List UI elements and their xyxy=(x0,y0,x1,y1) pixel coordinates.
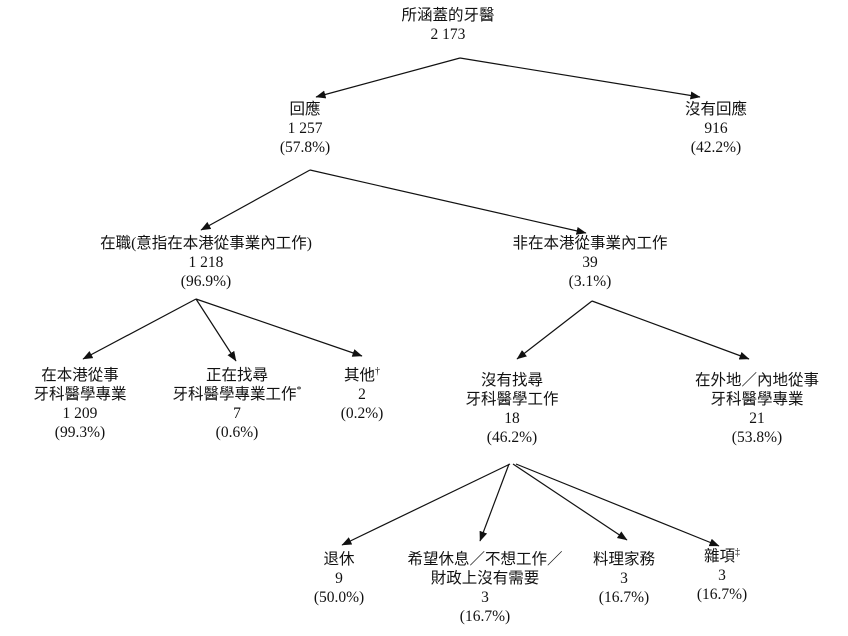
node-percent: (42.2%) xyxy=(690,139,742,156)
node-percent: (16.7%) xyxy=(459,608,511,625)
node-label: 在職(意指在本港從事業內工作) xyxy=(100,235,312,252)
node-label: 牙科醫學專業工作 xyxy=(172,386,297,403)
node-label: 退休 xyxy=(323,551,355,568)
node-label: 在本港從事 xyxy=(41,367,119,384)
node-miscellaneous: 雜項‡ 3 (16.7%) xyxy=(697,547,747,604)
node-count: 7 xyxy=(233,405,241,422)
node-count: 2 173 xyxy=(430,26,466,43)
connector-responded-to-not-local xyxy=(309,169,587,235)
node-label: 回應 xyxy=(289,101,321,118)
node-percent: (16.7%) xyxy=(598,589,650,606)
node-housework: 料理家務 3 (16.7%) xyxy=(593,550,655,607)
node-count: 3 xyxy=(620,570,628,587)
node-percent: (16.7%) xyxy=(696,586,748,603)
node-label: 牙科醫學專業 xyxy=(710,391,804,408)
node-practising-elsewhere: 在外地／內地從事 牙科醫學專業 21 (53.8%) xyxy=(695,371,819,447)
connector-not-seeking-to-retired xyxy=(341,463,511,546)
node-label: 沒有找尋 xyxy=(480,372,544,389)
node-percent: (3.1%) xyxy=(568,273,612,290)
connector-not-seeking-to-rest xyxy=(479,463,510,542)
node-count: 39 xyxy=(582,254,598,271)
node-percent: (50.0%) xyxy=(313,589,365,606)
node-count: 9 xyxy=(335,570,343,587)
node-responded: 回應 1 257 (57.8%) xyxy=(280,100,330,157)
node-label: 在外地／內地從事 xyxy=(694,372,820,389)
node-count: 3 xyxy=(718,567,726,584)
node-rest-no-need: 希望休息／不想工作／ 財政上沒有需要 3 (16.7%) xyxy=(407,550,562,626)
node-percent: (99.3%) xyxy=(54,424,106,441)
node-count: 1 218 xyxy=(188,254,224,271)
node-not-seeking: 沒有找尋 牙科醫學工作 18 (46.2%) xyxy=(465,371,558,447)
connector-not-local-to-not-seeking xyxy=(516,300,593,360)
connector-working-to-practising-local xyxy=(82,298,197,360)
node-label: 料理家務 xyxy=(592,551,656,568)
node-working: 在職(意指在本港從事業內工作) 1 218 (96.9%) xyxy=(100,234,312,291)
node-label: 希望休息／不想工作／ xyxy=(407,551,563,568)
node-count: 1 209 xyxy=(62,405,98,422)
connector-not-seeking-to-housework xyxy=(512,463,628,541)
node-seeking-work: 正在找尋 牙科醫學專業工作* 7 (0.6%) xyxy=(172,366,301,442)
node-count: 1 257 xyxy=(287,120,323,137)
node-root: 所涵蓋的牙醫 2 173 xyxy=(401,6,494,44)
node-count: 3 xyxy=(481,589,489,606)
node-label: 正在找尋 xyxy=(205,367,269,384)
node-no-response: 沒有回應 916 (42.2%) xyxy=(685,100,747,157)
node-count: 21 xyxy=(749,410,765,427)
node-count: 18 xyxy=(504,410,520,427)
node-percent: (0.2%) xyxy=(340,405,384,422)
node-percent: (0.6%) xyxy=(215,424,259,441)
node-label: 所涵蓋的牙醫 xyxy=(401,7,495,24)
connector-not-seeking-to-miscellaneous xyxy=(515,463,720,547)
footnote-mark-double-dagger: ‡ xyxy=(735,546,740,558)
footnote-mark-asterisk: * xyxy=(296,384,302,396)
node-percent: (53.8%) xyxy=(731,429,783,446)
node-label: 其他 xyxy=(343,367,375,384)
node-not-local: 非在本港從事業內工作 39 (3.1%) xyxy=(512,234,667,291)
connector-root-to-no-response xyxy=(459,57,701,100)
connector-not-local-to-practising-elsewhere xyxy=(591,300,750,360)
node-label: 非在本港從事業內工作 xyxy=(512,235,668,252)
connector-working-to-others xyxy=(195,298,363,357)
node-percent: (96.9%) xyxy=(180,273,232,290)
node-others: 其他† 2 (0.2%) xyxy=(341,366,384,423)
node-label: 牙科醫學工作 xyxy=(465,391,559,408)
connector-root-to-responded xyxy=(315,57,461,99)
connector-responded-to-working xyxy=(200,169,311,231)
node-count: 2 xyxy=(358,386,366,403)
node-practising-local: 在本港從事 牙科醫學專業 1 209 (99.3%) xyxy=(33,366,126,442)
node-percent: (57.8%) xyxy=(279,139,331,156)
node-count: 916 xyxy=(704,120,728,137)
footnote-mark-dagger: † xyxy=(375,365,380,377)
node-label: 財政上沒有需要 xyxy=(430,570,540,587)
node-retired: 退休 9 (50.0%) xyxy=(314,550,364,607)
node-label: 沒有回應 xyxy=(684,101,748,118)
node-label: 牙科醫學專業 xyxy=(33,386,127,403)
connector-working-to-seeking xyxy=(195,298,237,362)
node-label: 雜項 xyxy=(703,548,735,565)
node-percent: (46.2%) xyxy=(486,429,538,446)
